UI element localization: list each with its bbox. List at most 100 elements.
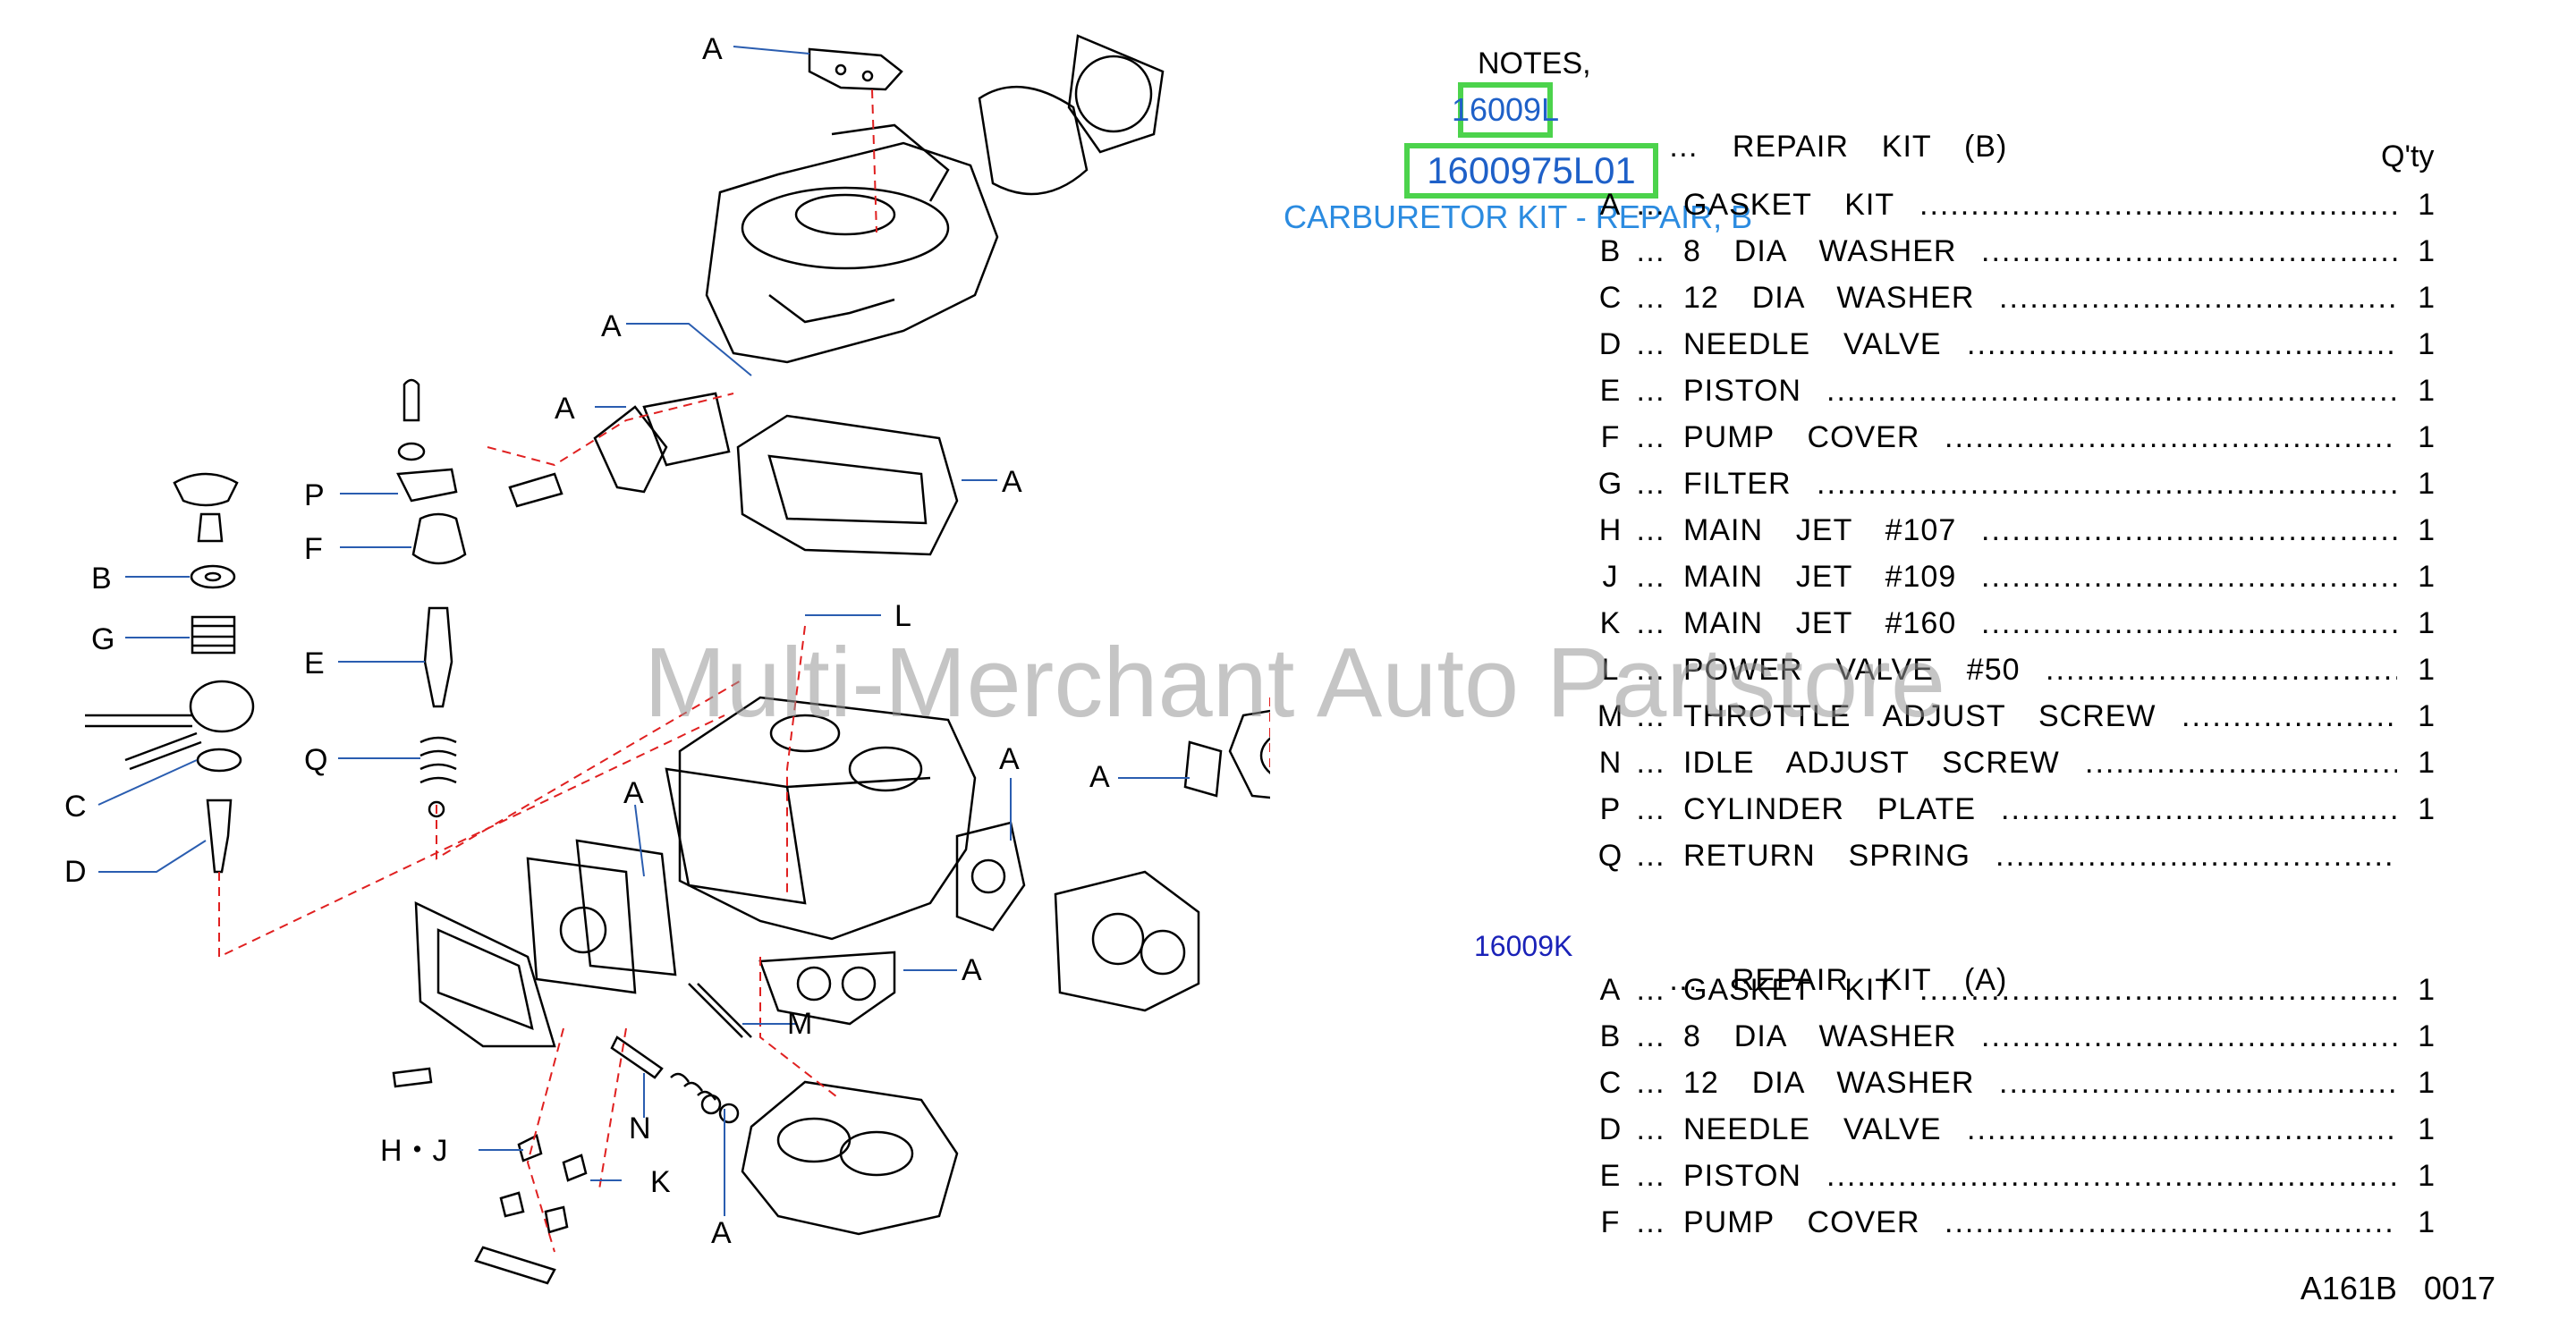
item-qty: 1 (2418, 281, 2435, 315)
item-description: IDLE ADJUST SCREW (1683, 746, 2060, 780)
callout-f: F (304, 532, 323, 566)
item-description: GASKET KIT (1683, 973, 1895, 1007)
item-description: MAIN JET #160 (1683, 606, 1957, 640)
kit-a-item-row: F…PUMP COVER............................… (1592, 1205, 2435, 1245)
item-description: 12 DIA WASHER (1683, 281, 1975, 315)
item-letter: J (1602, 560, 1618, 594)
kit-b-item-row: D … NEEDLE VALVE..........................… (1592, 327, 2435, 367)
kit-a-heading: … REPAIR KIT (A) (1635, 928, 2007, 998)
item-qty: 1 (2418, 1066, 2435, 1100)
item-dot-leader: ........................................… (1945, 1205, 2397, 1239)
item-description: NEEDLE VALVE (1683, 327, 1942, 361)
item-qty: 1 (2418, 1205, 2435, 1239)
item-dot-leader: ........................................… (2001, 792, 2397, 826)
kit-b-item-row: C…12 DIA WASHER.........................… (1592, 281, 2435, 320)
callout-g: G (91, 622, 115, 656)
kit-a-item-row: B…8 DIA WASHER..........................… (1592, 1019, 2435, 1059)
item-ellipsis: … (1635, 1019, 1665, 1053)
callout-a-right-gasket: A (999, 742, 1020, 776)
item-description: NEEDLE VALVE (1683, 1112, 1942, 1146)
kit-b-link-part-number: 1600975L01 (1427, 149, 1636, 191)
item-dot-leader: ........................................… (2085, 746, 2397, 780)
item-description: PISTON (1683, 374, 1801, 408)
air-cleaner-shape (978, 85, 1089, 196)
item-ellipsis: … (1635, 513, 1665, 547)
item-ellipsis: … (1635, 374, 1665, 408)
item-dot-leader: ........................................… (1996, 839, 2397, 873)
kit-b-item-row: N … IDLE ADJUST SCREW.....................… (1592, 746, 2435, 785)
needle-valve-shape (206, 799, 233, 874)
item-description: GASKET KIT (1683, 188, 1895, 222)
item-ellipsis: … (1635, 1112, 1665, 1146)
item-letter: G (1597, 467, 1623, 501)
return-spring-shape (419, 736, 457, 784)
kit-a-heading-ellipsis: … (1667, 963, 1699, 997)
item-ellipsis: … (1635, 792, 1665, 826)
kit-b-part-number-box[interactable]: 16009L (1452, 82, 1559, 138)
item-ellipsis: … (1635, 606, 1665, 640)
item-dot-leader: ........................................… (1981, 560, 2397, 594)
item-letter: D (1598, 327, 1622, 361)
item-description: MAIN JET #107 (1683, 513, 1957, 547)
item-ellipsis: … (1635, 699, 1665, 733)
item-ellipsis: … (1635, 746, 1665, 780)
notes-label: NOTES, (1478, 46, 1591, 80)
item-letter: L (1601, 653, 1619, 687)
item-qty: 1 (2418, 699, 2435, 733)
callout-p: P (304, 478, 325, 512)
kit-b-link-label[interactable]: CARBURETOR KIT - REPAIR, B (1284, 199, 1753, 235)
callout-h-j: H・J (380, 1134, 448, 1168)
kit-b-heading-ellipsis: … (1667, 130, 1699, 164)
item-description: THROTTLE ADJUST SCREW (1683, 699, 2157, 733)
callout-b: B (91, 562, 112, 596)
kit-b-item-row: A … GASKET KIT............................… (1592, 188, 2435, 227)
callout-q: Q (304, 743, 328, 777)
item-dot-leader: ........................................… (2182, 699, 2397, 733)
item-ellipsis: … (1635, 560, 1665, 594)
item-dot-leader: ........................................… (1981, 234, 2397, 268)
item-dot-leader: ........................................… (1999, 281, 2397, 315)
kit-b-link-part-number-box[interactable]: 1600975L01 (1404, 143, 1658, 199)
kit-b-item-row: H…MAIN JET #107.........................… (1592, 513, 2435, 553)
kit-b-item-row: P…CYLINDER PLATE........................… (1592, 792, 2435, 832)
callout-a-bottom: A (711, 1216, 732, 1250)
item-dot-leader: ........................................… (1967, 327, 2397, 361)
item-letter: P (1599, 792, 1621, 826)
kit-b-item-row: F…PUMP COVER............................… (1592, 420, 2435, 460)
qty-header: Q'ty (2381, 139, 2435, 173)
item-ellipsis: … (1635, 420, 1665, 454)
callout-a-gasket: A (1002, 465, 1022, 499)
callout-a-top: A (702, 32, 723, 66)
piston-shape (423, 606, 453, 708)
callout-a-left: A (555, 392, 575, 426)
kit-b-item-row: L…POWER VALVE #50.......................… (1592, 653, 2435, 692)
item-qty: 1 (2418, 973, 2435, 1007)
item-qty: 1 (2418, 792, 2435, 826)
item-ellipsis: … (1635, 188, 1665, 222)
item-dot-leader: ........................................… (1967, 1112, 2397, 1146)
filter-shape (191, 615, 236, 655)
item-letter: D (1598, 1112, 1622, 1146)
item-qty: 1 (2418, 374, 2435, 408)
item-description: FILTER (1683, 467, 1792, 501)
item-description: 12 DIA WASHER (1683, 1066, 1975, 1100)
kit-b-item-row: M…THROTTLE ADJUST SCREW.................… (1592, 699, 2435, 739)
kit-a-part-number[interactable]: 16009K (1474, 930, 1573, 962)
item-ellipsis: … (1635, 327, 1665, 361)
item-qty: 1 (2418, 606, 2435, 640)
item-letter: H (1598, 513, 1622, 547)
pump-cover-shape (411, 512, 467, 565)
item-letter: Q (1597, 839, 1623, 873)
item-qty: 1 (2418, 327, 2435, 361)
item-qty: 1 (2418, 1019, 2435, 1053)
item-qty: 1 (2418, 560, 2435, 594)
item-description: PUMP COVER (1683, 420, 1920, 454)
item-letter: A (1599, 188, 1621, 222)
item-ellipsis: … (1635, 1205, 1665, 1239)
item-letter: N (1598, 746, 1622, 780)
kit-a-item-row: C…12 DIA WASHER.........................… (1592, 1066, 2435, 1105)
item-ellipsis: … (1635, 467, 1665, 501)
item-dot-leader: ........................................… (1919, 188, 2397, 222)
item-ellipsis: … (1635, 973, 1665, 1007)
item-dot-leader: ........................................… (1945, 420, 2397, 454)
